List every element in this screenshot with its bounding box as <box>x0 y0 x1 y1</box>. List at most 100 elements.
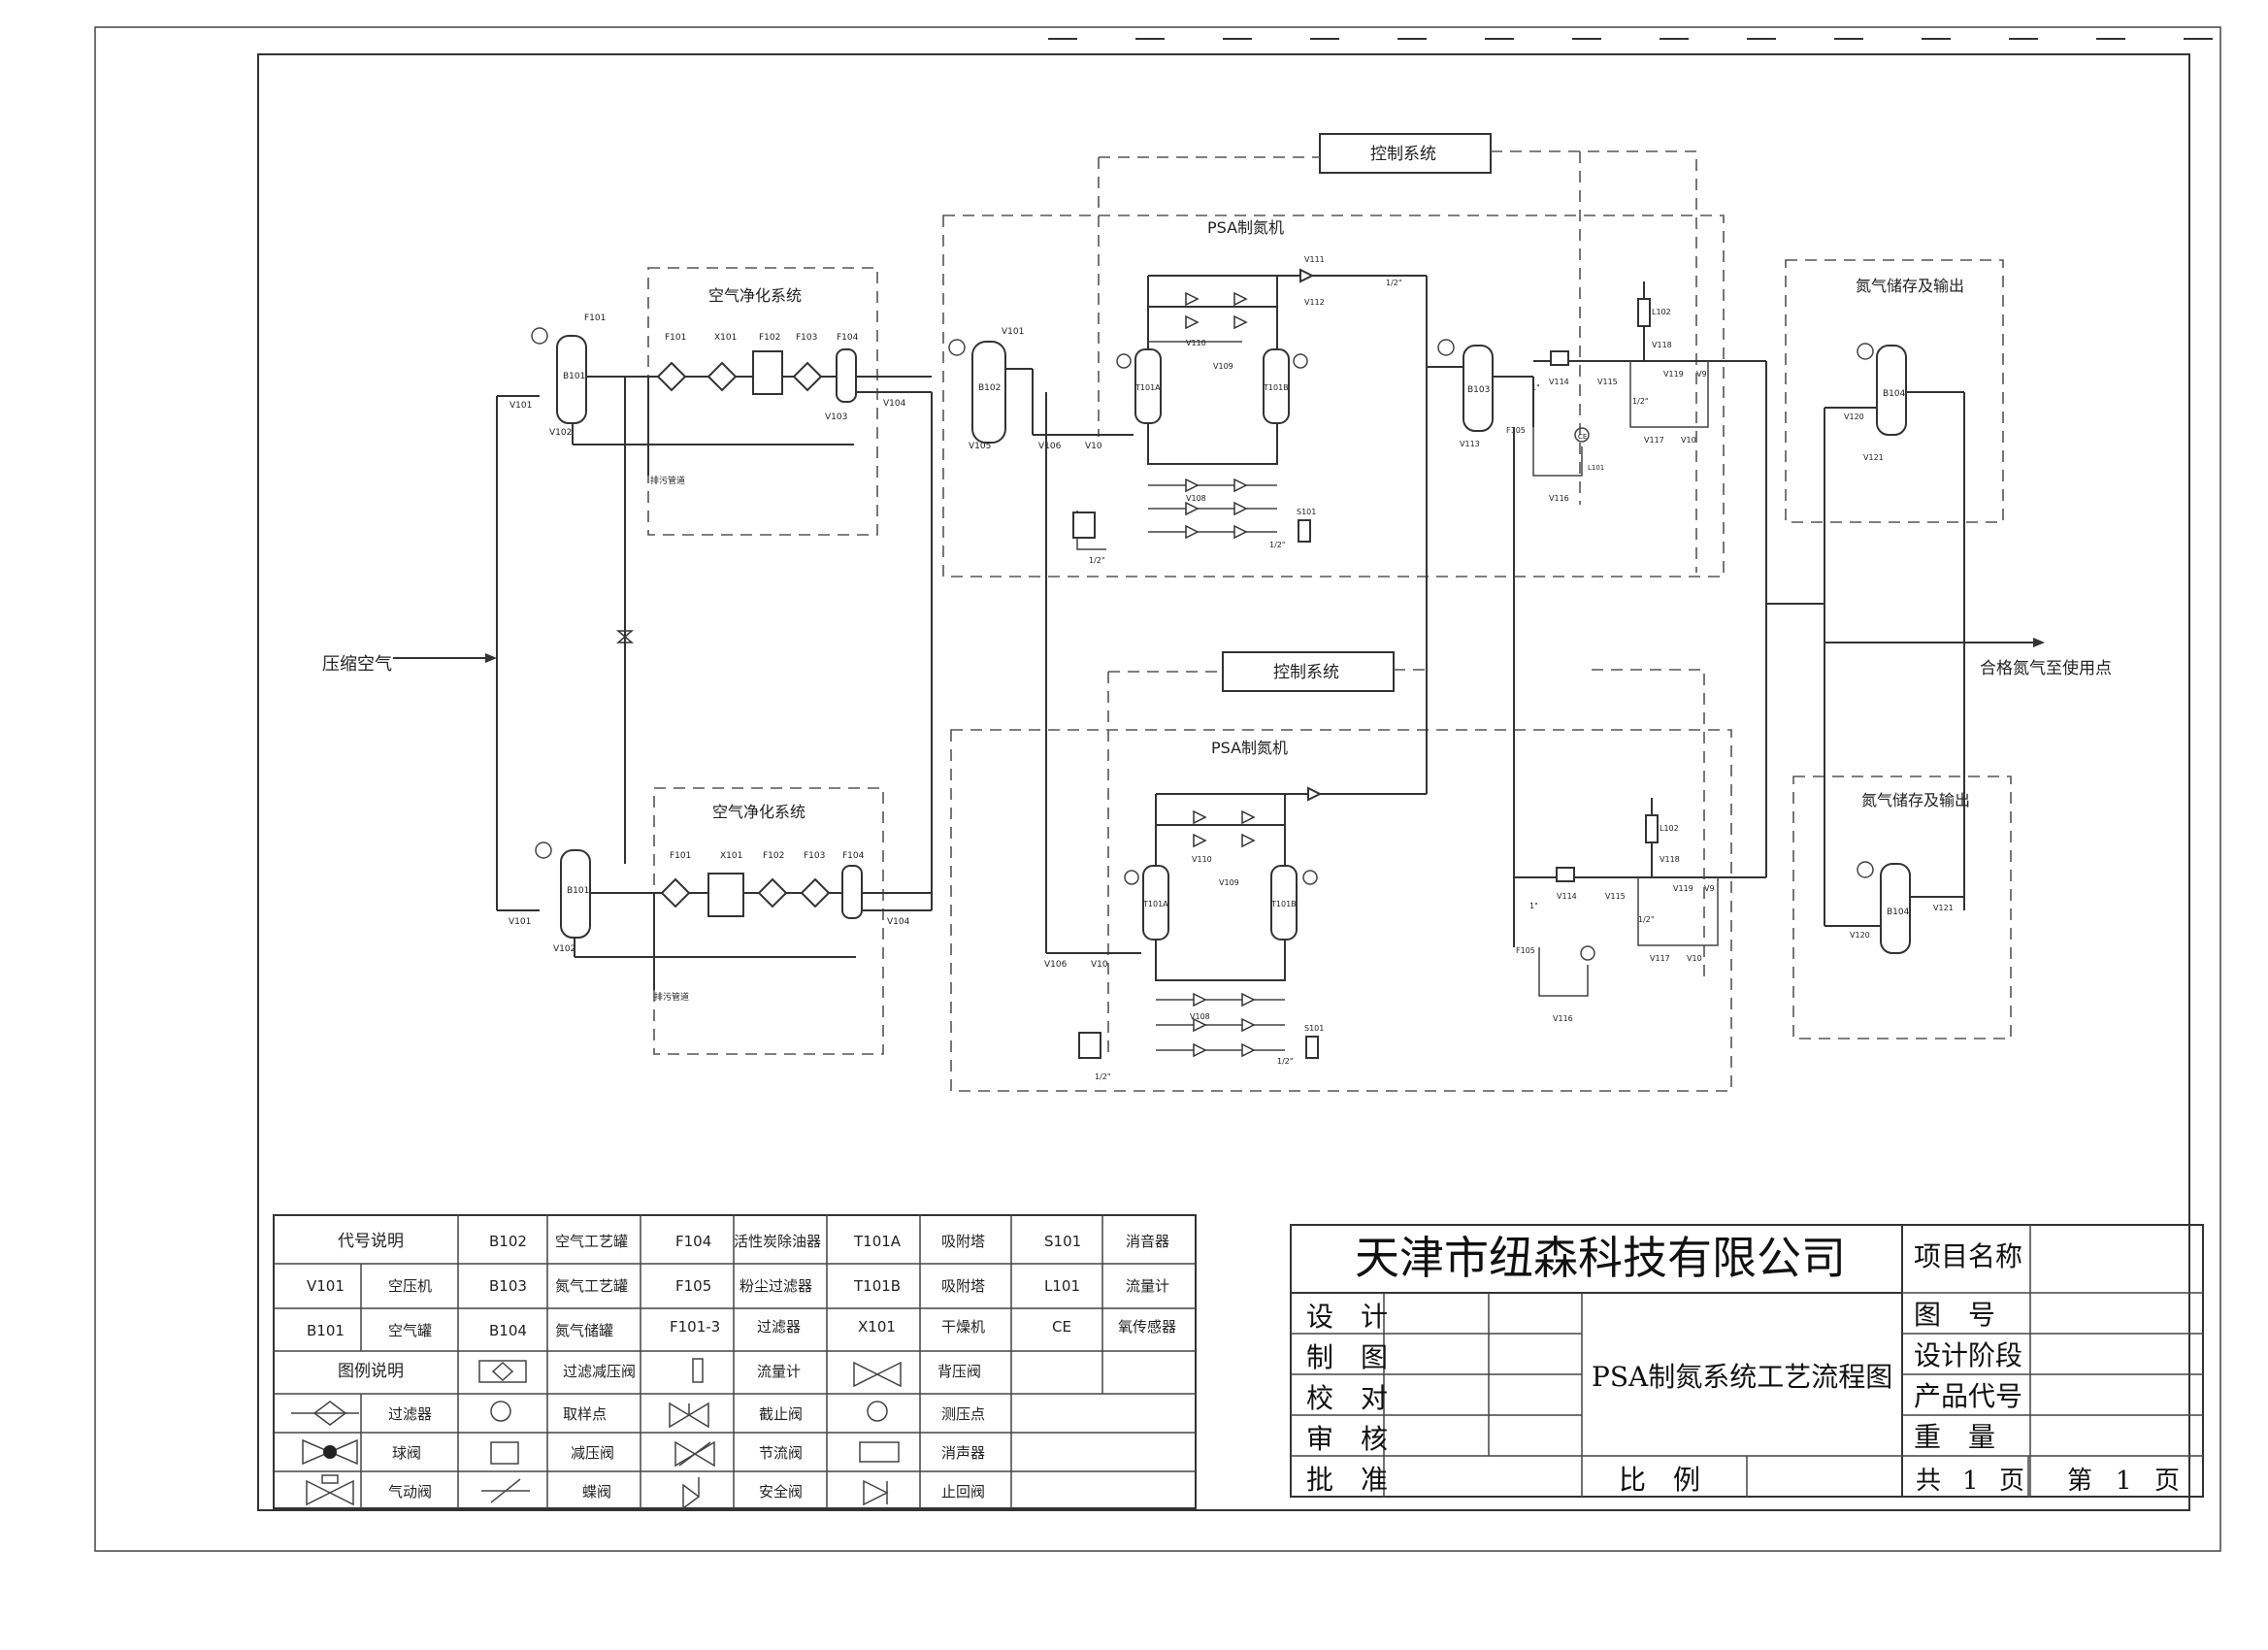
svg-text:1/2": 1/2" <box>1638 915 1655 924</box>
svg-text:F105: F105 <box>675 1277 711 1295</box>
dryer-box <box>752 350 783 395</box>
svg-text:B102: B102 <box>489 1233 527 1250</box>
svg-text:V104: V104 <box>883 399 906 409</box>
svg-text:空气工艺罐: 空气工艺罐 <box>555 1233 628 1250</box>
svg-text:产品代号: 产品代号 <box>1914 1380 2022 1412</box>
svg-text:V108: V108 <box>1186 494 1206 503</box>
svg-text:V104: V104 <box>887 917 910 927</box>
svg-text:PSA制氮机: PSA制氮机 <box>1211 739 1288 757</box>
lower-control-system-box <box>1222 651 1395 692</box>
svg-text:排污管道: 排污管道 <box>654 991 689 1003</box>
globe-valve-icon <box>669 1402 709 1429</box>
svg-text:F102: F102 <box>763 851 784 861</box>
svg-text:V105: V105 <box>969 442 991 451</box>
lower-train: 空气净化系统 B101 V101 V102 排污管道 F101 X101 F10… <box>509 276 2012 1092</box>
svg-text:V114: V114 <box>1549 378 1569 386</box>
lower-storage-box <box>1792 776 2012 1040</box>
svg-text:L101: L101 <box>1044 1277 1080 1295</box>
svg-text:V115: V115 <box>1605 892 1626 901</box>
svg-text:F101: F101 <box>665 333 686 343</box>
svg-text:F104: F104 <box>842 851 865 861</box>
svg-text:F101: F101 <box>670 851 691 861</box>
svg-text:氧传感器: 氧传感器 <box>1118 1318 1176 1336</box>
filter-icon <box>707 361 738 392</box>
svg-text:空压机: 空压机 <box>388 1277 432 1295</box>
svg-text:控制系统: 控制系统 <box>1273 663 1339 682</box>
svg-text:设 计: 设 计 <box>1306 1301 1388 1333</box>
svg-text:V118: V118 <box>1660 855 1680 864</box>
svg-text:1": 1" <box>1531 383 1540 392</box>
sample-point-icon <box>490 1401 511 1422</box>
upper-control-system-box <box>1319 133 1492 174</box>
svg-text:氮气储存及输出: 氮气储存及输出 <box>1861 791 1970 809</box>
svg-text:V120: V120 <box>1844 412 1864 421</box>
svg-text:V113: V113 <box>1460 440 1480 448</box>
svg-text:V112: V112 <box>1304 298 1325 307</box>
svg-text:F105: F105 <box>1506 426 1526 435</box>
svg-text:过滤减压阀: 过滤减压阀 <box>563 1363 636 1380</box>
svg-text:1/2": 1/2" <box>1089 556 1105 565</box>
svg-text:L101: L101 <box>1588 464 1604 472</box>
svg-text:B103: B103 <box>489 1277 527 1295</box>
svg-text:V102: V102 <box>553 944 575 954</box>
svg-text:测压点: 测压点 <box>941 1405 985 1423</box>
inner-frame <box>257 53 2190 1511</box>
svg-text:V103: V103 <box>825 412 847 422</box>
ball-valve-icon <box>302 1438 358 1466</box>
svg-text:空气罐: 空气罐 <box>388 1322 432 1339</box>
svg-text:V116: V116 <box>1553 1014 1573 1023</box>
legend-table: 代号说明 图例说明 V101 空压机 B101 空气罐 B102 空气工艺罐 B… <box>273 1214 1197 1510</box>
b103-tank-upper <box>1463 345 1494 432</box>
legend-code-header: 代号说明 <box>338 1232 404 1251</box>
svg-text:V101: V101 <box>1002 327 1024 337</box>
svg-text:V10: V10 <box>1681 436 1696 445</box>
svg-text:流量计: 流量计 <box>757 1363 801 1380</box>
svg-text:氮气储存及输出: 氮气储存及输出 <box>1856 277 1964 295</box>
svg-text:T101A: T101A <box>853 1233 902 1250</box>
svg-text:S101: S101 <box>1304 1024 1324 1033</box>
inlet-label: 压缩空气 <box>322 654 392 675</box>
svg-text:F103: F103 <box>804 851 825 861</box>
svg-text:V110: V110 <box>1186 339 1206 347</box>
svg-text:排污管道: 排污管道 <box>650 475 685 486</box>
svg-text:F104: F104 <box>837 333 859 343</box>
svg-text:批 准: 批 准 <box>1306 1464 1388 1496</box>
svg-text:审 核: 审 核 <box>1306 1423 1388 1455</box>
svg-text:B104: B104 <box>489 1322 527 1339</box>
svg-text:V101: V101 <box>509 401 532 411</box>
svg-text:V106: V106 <box>1044 960 1068 970</box>
svg-text:V109: V109 <box>1213 362 1233 371</box>
svg-text:氮气储罐: 氮气储罐 <box>555 1322 613 1339</box>
svg-text:减压阀: 减压阀 <box>571 1444 614 1462</box>
svg-text:B101: B101 <box>307 1322 345 1339</box>
pressure-regulator-icon <box>1072 512 1096 539</box>
svg-text:F105: F105 <box>1516 946 1535 955</box>
svg-text:L102: L102 <box>1660 824 1679 833</box>
svg-text:共: 共 <box>1916 1467 1941 1496</box>
svg-text:V111: V111 <box>1304 255 1325 264</box>
upper-storage-box <box>1785 259 2004 523</box>
svg-text:V101: V101 <box>509 917 531 927</box>
scale-label: 比 例 <box>1619 1464 1700 1496</box>
svg-text:PSA制氮机: PSA制氮机 <box>1207 218 1284 237</box>
svg-text:CE: CE <box>1052 1318 1071 1336</box>
upper-purification-label: 空气净化系统 <box>708 286 802 305</box>
company-name: 天津市纽森科技有限公司 <box>1355 1232 1846 1284</box>
svg-text:V108: V108 <box>1190 1012 1210 1021</box>
svg-text:节流阀: 节流阀 <box>759 1444 803 1462</box>
svg-text:V118: V118 <box>1652 341 1672 349</box>
svg-text:1": 1" <box>1529 902 1538 910</box>
check-valve-icon <box>863 1479 889 1506</box>
filter-icon <box>792 361 823 392</box>
svg-text:V9: V9 <box>1696 370 1707 379</box>
svg-text:V102: V102 <box>549 428 572 438</box>
svg-text:X101: X101 <box>858 1318 896 1336</box>
svg-text:1/2": 1/2" <box>1632 397 1649 406</box>
filter-regulator-icon <box>478 1360 527 1383</box>
filter-icon <box>656 361 687 392</box>
svg-text:V120: V120 <box>1850 931 1870 940</box>
svg-text:氮气工艺罐: 氮气工艺罐 <box>555 1277 628 1295</box>
silencer-icon <box>1298 519 1311 543</box>
